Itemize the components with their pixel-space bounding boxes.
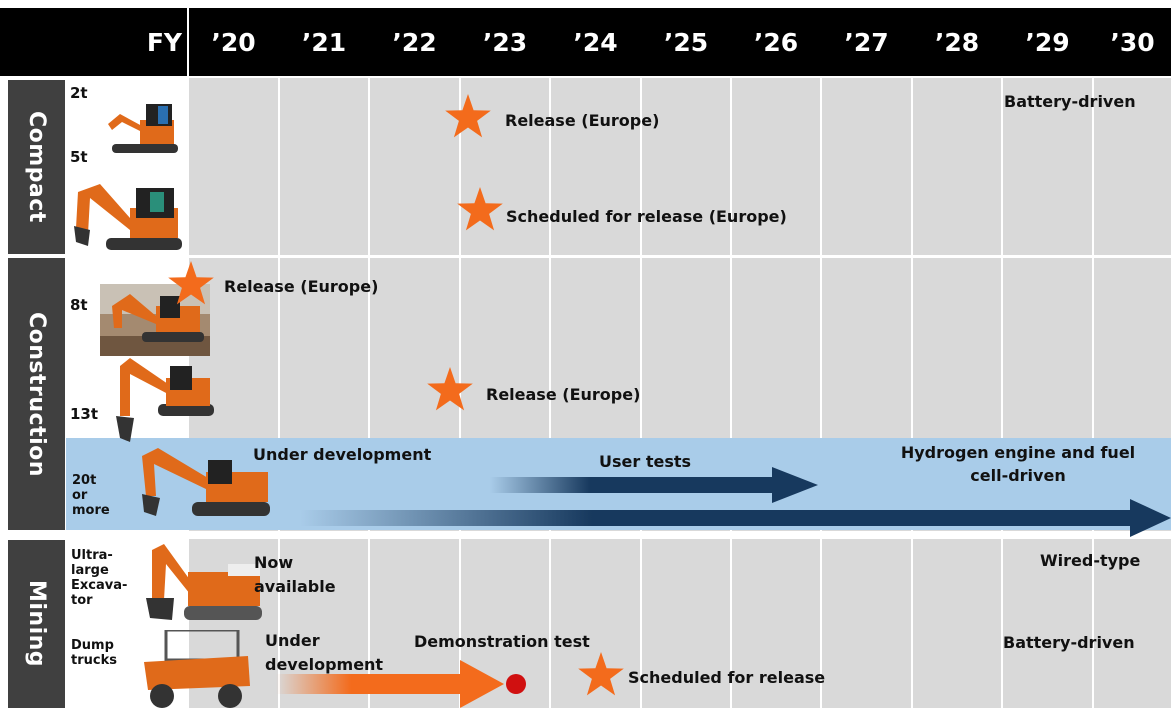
hydrogen-arrow xyxy=(300,499,1171,537)
star-marker xyxy=(457,187,503,231)
release-europe-8t: Release (Europe) xyxy=(224,277,379,296)
year-header-1: ’21 xyxy=(301,27,347,57)
dump-truck-dev-arrow xyxy=(276,660,504,708)
under-development-20t: Under development xyxy=(253,445,432,464)
demonstration-test-dot xyxy=(506,674,526,694)
star-marker xyxy=(427,367,473,411)
now-available-label: Now available xyxy=(254,553,336,596)
gridline xyxy=(730,78,732,708)
fy-label: FY xyxy=(146,27,182,57)
star-marker xyxy=(445,94,491,138)
gridline xyxy=(278,78,280,708)
excavator-5t-image xyxy=(74,184,182,250)
category-compact: Compact xyxy=(8,80,65,254)
battery-driven-mining: Battery-driven xyxy=(1003,633,1135,652)
release-europe-13t: Release (Europe) xyxy=(486,385,641,404)
size-8t: 8t xyxy=(70,296,88,314)
scheduled-release-dump: Scheduled for release xyxy=(628,668,826,687)
gridline xyxy=(820,78,822,708)
gridline xyxy=(911,78,913,708)
year-header-10: ’30 xyxy=(1110,27,1155,57)
timeline-area xyxy=(189,78,1171,708)
size-2t: 2t xyxy=(70,84,88,102)
section-divider xyxy=(0,531,1171,539)
gridline xyxy=(640,78,642,708)
year-header-5: ’25 xyxy=(663,27,709,57)
section-divider xyxy=(0,255,1171,258)
gridline xyxy=(549,78,551,708)
battery-driven-compact: Battery-driven xyxy=(1004,92,1136,111)
scheduled-release-europe-5t: Scheduled for release (Europe) xyxy=(506,207,787,226)
size-13t: 13t xyxy=(70,405,99,423)
excavator-2t-image xyxy=(108,104,178,153)
header-gap xyxy=(368,8,370,76)
size-5t: 5t xyxy=(70,148,88,166)
header-gap xyxy=(820,8,822,76)
user-tests-arrow xyxy=(490,467,818,503)
header-gap xyxy=(640,8,642,76)
excavator-13t-image xyxy=(116,358,214,442)
hydrogen-label: Hydrogen engine and fuel cell-driven xyxy=(900,443,1136,485)
under-development-dump: Under development xyxy=(265,631,384,674)
gridline xyxy=(1001,78,1003,708)
header-gap xyxy=(730,8,732,76)
header-gap xyxy=(911,8,913,76)
header-divider xyxy=(187,8,189,76)
header-gap xyxy=(549,8,551,76)
gridline xyxy=(1092,78,1094,708)
star-marker xyxy=(578,652,624,696)
header-bar xyxy=(0,8,1171,76)
year-header-0: ’20 xyxy=(211,27,256,57)
stars xyxy=(168,94,624,696)
category-mining: Mining xyxy=(8,540,65,708)
ultra-large-excavator-image xyxy=(146,544,262,620)
year-header-8: ’28 xyxy=(934,27,980,57)
category-construction: Construction xyxy=(8,258,65,530)
year-header-7: ’27 xyxy=(844,27,889,57)
year-header-2: ’22 xyxy=(392,27,437,57)
year-header-4: ’24 xyxy=(573,27,618,57)
header-gap xyxy=(459,8,461,76)
excavator-20t-image xyxy=(142,448,270,516)
header-gap xyxy=(1092,8,1094,76)
release-europe-2t: Release (Europe) xyxy=(505,111,660,130)
gridline xyxy=(368,78,370,708)
wired-type-label: Wired-type xyxy=(1040,551,1141,570)
year-header-3: ’23 xyxy=(482,27,528,57)
year-header-6: ’26 xyxy=(753,27,799,57)
header-gap xyxy=(278,8,280,76)
dump-truck-image xyxy=(144,630,250,708)
size-ultra-large-excavator: Ultra- large Excava- tor xyxy=(71,548,128,608)
star-marker xyxy=(168,261,214,305)
year-header-9: ’29 xyxy=(1025,27,1070,57)
size-20t-or-more: 20t or more xyxy=(72,473,110,518)
demonstration-test-label: Demonstration test xyxy=(414,632,590,651)
header-gap xyxy=(1001,8,1003,76)
user-tests-label: User tests xyxy=(599,452,692,471)
size-dump-trucks: Dump trucks xyxy=(71,638,117,668)
